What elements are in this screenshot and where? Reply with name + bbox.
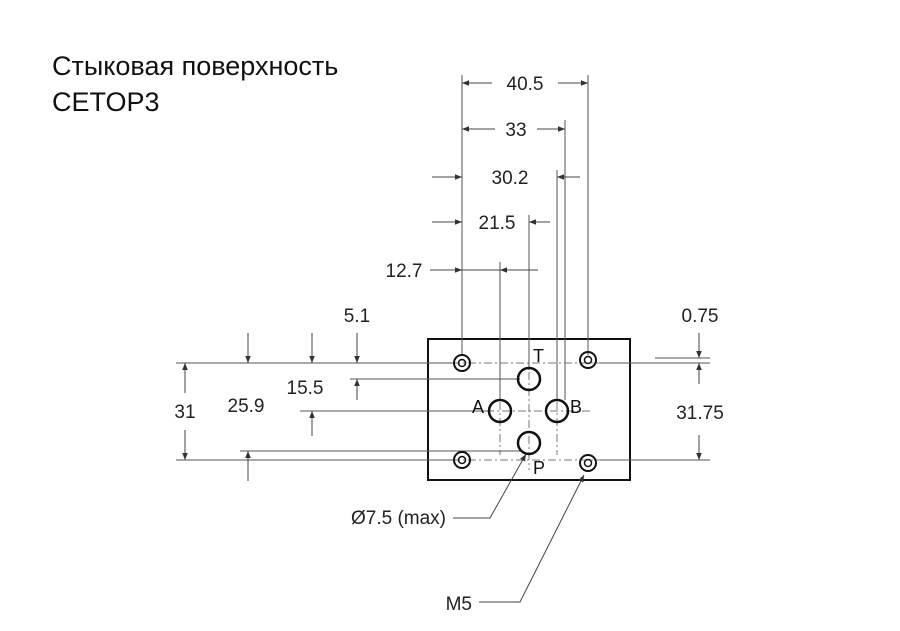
dim-40-5: 40.5	[507, 74, 544, 95]
port-label-a: A	[472, 397, 484, 417]
bore-leader-line	[453, 453, 527, 519]
port-t-hole	[516, 366, 542, 392]
dim-0-75: 0.75	[682, 306, 719, 327]
extension-lines-vertical	[461, 75, 589, 400]
title-line-2: CETOP3	[52, 87, 160, 117]
extension-lines-horizontal	[176, 357, 710, 461]
screw-hole-top-left	[453, 354, 471, 372]
diagram-title: Стыковая поверхность CETOP3	[52, 48, 338, 120]
dim-30-2: 30.2	[492, 168, 529, 189]
title-line-1: Стыковая поверхность	[52, 51, 339, 81]
port-p-hole	[516, 430, 542, 456]
screw-hole-bottom-left	[453, 451, 471, 469]
port-label-t: T	[533, 346, 544, 366]
dim-5-1: 5.1	[344, 306, 370, 327]
port-label-p: P	[533, 458, 545, 478]
dim-33: 33	[505, 120, 526, 141]
screw-hole-bottom-right	[579, 454, 597, 472]
dim-12-7: 12.7	[386, 261, 423, 282]
top-dimension-lines	[430, 80, 588, 273]
thread-callout: M5	[446, 594, 472, 615]
dim-25-9: 25.9	[228, 396, 265, 417]
port-a-hole	[487, 398, 513, 424]
dim-31-75: 31.75	[676, 403, 724, 424]
port-b-hole	[544, 398, 570, 424]
dim-21-5: 21.5	[479, 213, 516, 234]
port-label-b: B	[570, 397, 582, 417]
dim-15-5: 15.5	[287, 378, 324, 399]
left-dimension-lines	[182, 333, 702, 481]
screw-hole-top-right	[579, 351, 597, 369]
bore-diameter-callout: Ø7.5 (max)	[351, 508, 446, 529]
dim-31: 31	[174, 402, 195, 423]
thread-leader-line	[479, 474, 585, 603]
